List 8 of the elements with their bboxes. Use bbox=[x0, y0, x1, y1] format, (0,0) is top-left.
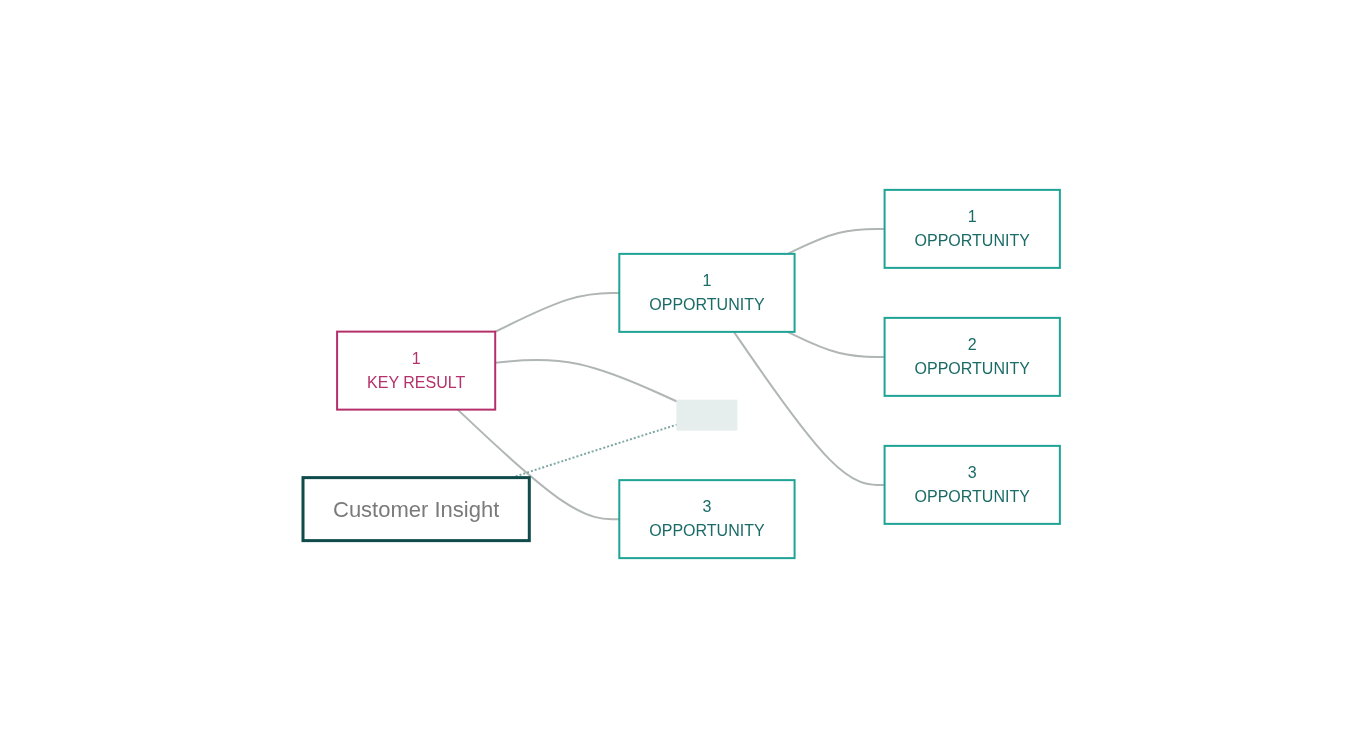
node-box: Customer Insight bbox=[301, 476, 531, 543]
node-box: 1 KEY RESULT bbox=[335, 330, 496, 411]
node-box: 3 OPPORTUNITY bbox=[883, 444, 1061, 525]
node-box: 1 OPPORTUNITY bbox=[883, 188, 1061, 269]
node-box: 2 OPPORTUNITY bbox=[883, 316, 1061, 397]
node-box: 1 OPPORTUNITY bbox=[617, 252, 796, 333]
node-box bbox=[676, 399, 737, 431]
node-box: 3 OPPORTUNITY bbox=[617, 479, 796, 560]
